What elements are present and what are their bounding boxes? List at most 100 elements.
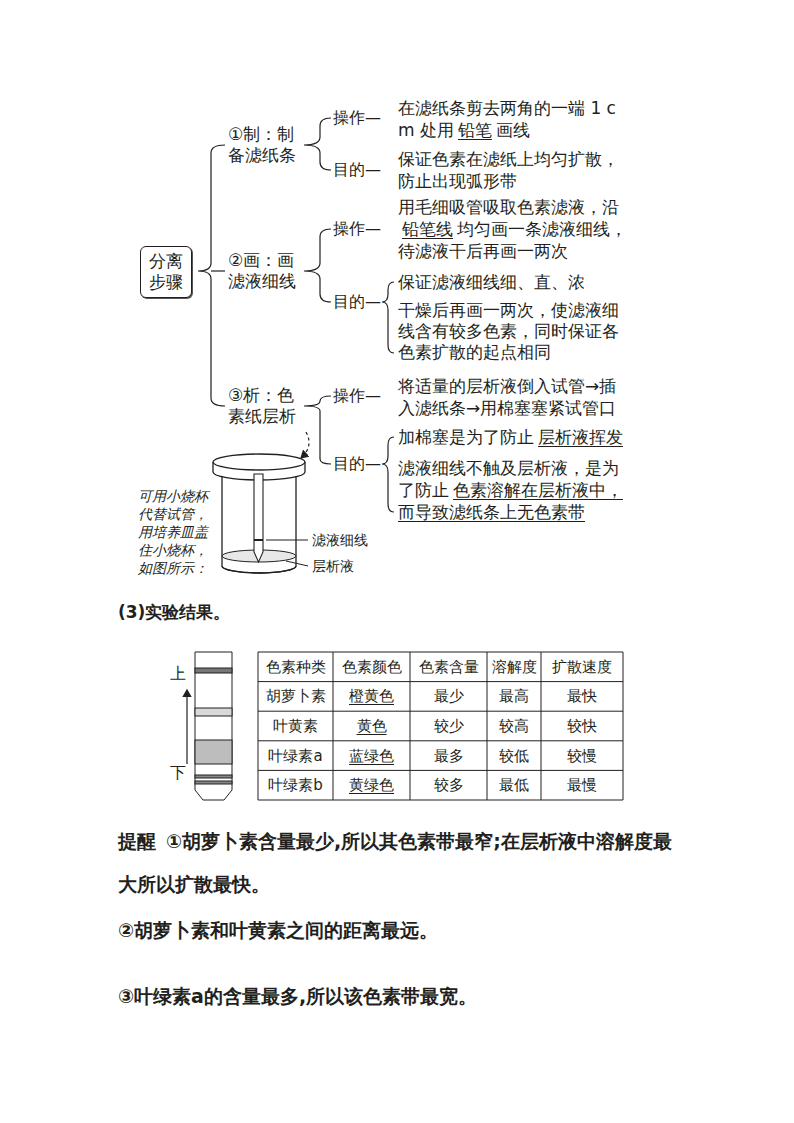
text: 滤液细线 bbox=[312, 532, 368, 548]
table-line bbox=[258, 800, 623, 801]
table-line bbox=[258, 652, 259, 800]
table-header: 溶解度 bbox=[492, 658, 537, 676]
step-text: 将适量的层析液倒入试管→插入滤纸条→用棉塞塞紧试管口 bbox=[398, 375, 630, 419]
step-text: 用毛细吸管吸取色素滤液，沿铅笔线均匀画一条滤液细线，待滤液干后再画一两次 bbox=[398, 196, 630, 262]
leader-line bbox=[286, 561, 308, 566]
box-title: 分离步骤 bbox=[149, 251, 183, 293]
table-cell: 较低 bbox=[487, 746, 541, 766]
bracket bbox=[304, 396, 331, 464]
tip-heading: 提醒 bbox=[118, 830, 156, 852]
axis-label: 下 bbox=[170, 762, 190, 784]
table-value: 较低 bbox=[499, 747, 529, 765]
table-value: 较慢 bbox=[567, 747, 597, 765]
underlined-answer: 铅笔线 bbox=[402, 219, 453, 239]
text: 画线 bbox=[496, 120, 530, 140]
table-header: 扩散速度 bbox=[552, 658, 612, 676]
step-text: 保证滤液细线细、直、浓 bbox=[398, 271, 630, 293]
table-value: 黄色 bbox=[357, 717, 387, 735]
filter-paper-strip bbox=[254, 474, 263, 562]
figure-label: 层析液 bbox=[312, 557, 392, 575]
tip-paragraph: ②胡萝卜素和叶黄素之间的距离最远。 bbox=[118, 909, 680, 952]
axis-label: 上 bbox=[170, 663, 190, 685]
table-line bbox=[258, 740, 623, 741]
table-cell: 较快 bbox=[541, 716, 623, 736]
text: 操作— bbox=[333, 386, 381, 405]
table-cell: 较高 bbox=[487, 716, 541, 736]
underlined-answer: 铅笔 bbox=[458, 120, 492, 140]
underlined-answer: 层析液挥发 bbox=[538, 427, 623, 447]
text: 干燥后再画一两次，使滤液细线含有较多色素，同时保证各色素扩散的起点相同 bbox=[398, 300, 619, 362]
figure-label: 滤液细线 bbox=[312, 531, 392, 549]
table-line bbox=[541, 652, 542, 800]
table-cell: 橙黄色 bbox=[333, 686, 410, 706]
text: ③析：色素纸层析 bbox=[228, 385, 296, 426]
table-header: 色素种类 bbox=[266, 658, 326, 676]
table-line bbox=[333, 652, 334, 800]
table-value: 最快 bbox=[567, 687, 597, 705]
table-value: 最多 bbox=[434, 747, 464, 765]
table-line bbox=[623, 652, 624, 800]
table-value: 蓝绿色 bbox=[349, 747, 394, 765]
direction-arrow bbox=[186, 690, 187, 764]
table-header: 色素含量 bbox=[419, 658, 479, 676]
text: 下 bbox=[170, 763, 186, 782]
table-cell: 蓝绿色 bbox=[333, 746, 410, 766]
table-value: 叶黄素 bbox=[273, 717, 318, 735]
text: ①胡萝卜素含量最少,所以其色素带最窄;在层析液中溶解度最大所以扩散最快。 bbox=[118, 830, 672, 895]
branch-label: ②画：画滤液细线 bbox=[228, 250, 300, 292]
table-value: 叶绿素b bbox=[268, 776, 323, 794]
table-line bbox=[258, 681, 623, 682]
table-cell: 色素含量 bbox=[410, 657, 487, 677]
text: 操作— bbox=[333, 108, 381, 127]
text: 层析液 bbox=[312, 558, 354, 574]
table-cell: 最少 bbox=[410, 686, 487, 706]
table-cell: 叶黄素 bbox=[258, 716, 333, 736]
table-value: 较高 bbox=[499, 717, 529, 735]
step-tag: 目的— bbox=[333, 291, 393, 313]
step-tag: 目的— bbox=[333, 159, 393, 181]
text: 保证滤液细线细、直、浓 bbox=[398, 272, 585, 292]
table-cell: 叶绿素b bbox=[258, 775, 333, 795]
table-cell: 溶解度 bbox=[487, 657, 541, 677]
brackets bbox=[198, 118, 394, 512]
bracket bbox=[198, 145, 225, 406]
text: ③叶绿素a的含量最多,所以该色素带最宽。 bbox=[118, 985, 477, 1007]
table-grid bbox=[258, 652, 623, 800]
chromatogram-strip bbox=[195, 652, 232, 800]
step-text: 在滤纸条剪去两角的一端 1 cm 处用铅笔画线 bbox=[398, 97, 630, 141]
table-value: 较多 bbox=[434, 776, 464, 794]
table-cell: 较多 bbox=[410, 775, 487, 795]
step-tag: 操作— bbox=[333, 385, 393, 407]
table-value: 较快 bbox=[567, 717, 597, 735]
table-line bbox=[487, 652, 488, 800]
text: 上 bbox=[170, 664, 186, 683]
step-text: 保证色素在滤纸上均匀扩散，防止出现弧形带 bbox=[398, 148, 630, 192]
text: 目的— bbox=[333, 454, 381, 473]
branch-label: ③析：色素纸层析 bbox=[228, 385, 300, 427]
bracket bbox=[382, 437, 394, 512]
table-cell: 黄色 bbox=[333, 716, 410, 736]
tip-paragraph: 提醒①胡萝卜素含量最少,所以其色素带最窄;在层析液中溶解度最大所以扩散最快。 bbox=[118, 820, 680, 906]
text: ②画：画滤液细线 bbox=[228, 250, 296, 291]
step-text: 加棉塞是为了防止层析液挥发 bbox=[398, 426, 638, 448]
root-box: 分离步骤 bbox=[140, 246, 192, 298]
table-value: 最少 bbox=[434, 687, 464, 705]
text: 目的— bbox=[333, 292, 381, 311]
table-cell: 胡萝卜素 bbox=[258, 686, 333, 706]
bracket bbox=[211, 270, 225, 271]
section-heading: (3)实验结果。 bbox=[118, 601, 318, 623]
table-cell: 最慢 bbox=[541, 775, 623, 795]
text: 可用小烧杯代替试管，用培养皿盖住小烧杯，如图所示： bbox=[138, 488, 208, 576]
table-line bbox=[258, 770, 623, 771]
bracket bbox=[382, 282, 394, 353]
table-cell: 黄绿色 bbox=[333, 775, 410, 795]
leader-line bbox=[266, 540, 308, 541]
text: 保证色素在滤纸上均匀扩散，防止出现弧形带 bbox=[398, 149, 619, 191]
step-tag: 目的— bbox=[333, 453, 393, 475]
table-value: 最高 bbox=[499, 687, 529, 705]
text: ①制：制备滤纸条 bbox=[228, 124, 296, 165]
table-cell: 最低 bbox=[487, 775, 541, 795]
text: 操作— bbox=[333, 219, 381, 238]
